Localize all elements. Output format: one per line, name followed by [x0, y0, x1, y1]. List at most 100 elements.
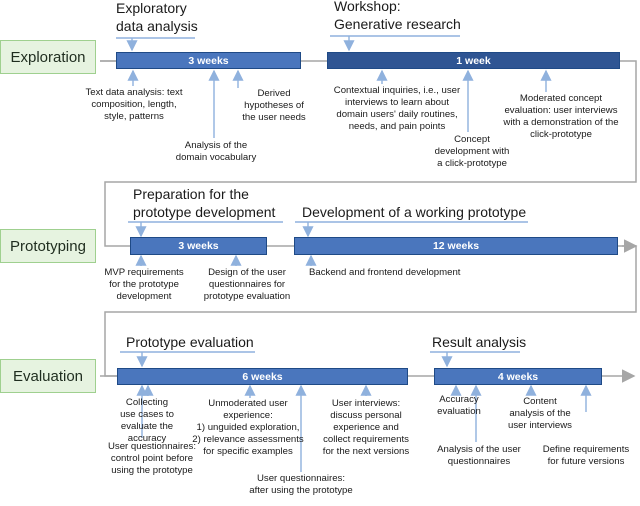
note-future-requirements: Define requirements for future versions [536, 444, 636, 468]
section-title-preparation: Preparation for the prototype developmen… [133, 185, 275, 221]
note-line: Moderated concept [519, 93, 603, 104]
note-line: a click-prototype [437, 158, 507, 169]
workshop-title-line-2: Generative research [334, 16, 461, 32]
note-line: the user needs [242, 112, 306, 123]
note-line: user interviews [508, 420, 572, 431]
note-text-analysis: Text data analysis: text composition, le… [82, 87, 186, 123]
note-backend-frontend: Backend and frontend development [309, 267, 460, 279]
note-line: after using the prototype [249, 485, 353, 496]
note-after-prototype: User questionnaires: after using the pro… [236, 473, 366, 497]
note-line: Analysis of the [184, 140, 248, 151]
note-vocabulary: Analysis of the domain vocabulary [166, 140, 266, 164]
phase-exploration-label: Exploration [10, 48, 86, 66]
note-content-analysis: Content analysis of the user interviews [500, 396, 580, 432]
note-control-point: User questionnaires: control point befor… [100, 441, 204, 477]
section-title-development: Development of a working prototype [302, 203, 526, 221]
section-title-eda: Exploratory data analysis [116, 0, 198, 35]
note-line: composition, length, [91, 99, 177, 110]
note-user-interviews: User interviews: discuss personal experi… [310, 398, 422, 458]
note-line: evaluate the [120, 421, 174, 432]
prep-title-line-2: prototype development [133, 204, 276, 220]
pointer-arrows [126, 36, 592, 472]
note-line: prototype evaluation [203, 291, 291, 302]
dev-title: Development of a working prototype [302, 204, 527, 220]
note-line: questionnaires [447, 456, 511, 467]
note-line: experience and [333, 422, 399, 433]
note-line: Contextual inquiries, i.e., user [333, 85, 461, 96]
note-line: discuss personal [330, 410, 402, 421]
note-line: Concept [454, 134, 490, 145]
eda-title-line-1: Exploratory [116, 0, 187, 16]
note-line: Define requirements [542, 444, 630, 455]
note-line: Collecting [125, 397, 169, 408]
note-line: interviews to learn about [345, 97, 449, 108]
note-line: for the next versions [322, 446, 410, 457]
note-unmoderated: Unmoderated user experience: 1) unguided… [186, 398, 310, 458]
note-line: evaluation [437, 406, 481, 417]
note-line: analysis of the [509, 408, 571, 419]
note-line: 2) relevance assessments [192, 434, 304, 445]
note-line: experience: [223, 410, 273, 421]
note-line: User questionnaires: [257, 473, 345, 484]
label-underlines [116, 35, 528, 353]
result-title: Result analysis [432, 334, 527, 350]
phase-evaluation-label: Evaluation [12, 367, 84, 385]
bar-prototype-evaluation: 6 weeks [117, 368, 408, 385]
note-line: Analysis of the user [437, 444, 521, 455]
note-line: development [116, 291, 172, 302]
phase-prototyping: Prototyping [0, 229, 96, 263]
prep-title-line-1: Preparation for the [133, 186, 249, 202]
timeline-connectors [100, 60, 638, 383]
note-line: Unmoderated user [208, 398, 288, 409]
note-questionnaire-design: Design of the user questionnaires for pr… [192, 267, 302, 303]
note-accuracy: Accuracy evaluation [430, 394, 488, 418]
section-title-prototype-evaluation: Prototype evaluation [126, 333, 254, 351]
note-line: with a demonstration of the [503, 117, 619, 128]
bar-development-duration: 12 weeks [432, 240, 480, 252]
note-line: accuracy [127, 433, 167, 444]
bar-development: 12 weeks [294, 237, 618, 255]
eval-title: Prototype evaluation [126, 334, 254, 350]
bar-result-analysis-duration: 4 weeks [497, 370, 539, 383]
note-line: 1) unguided exploration, [196, 422, 300, 433]
note-line: style, patterns [104, 111, 164, 122]
bar-workshop-duration: 1 week [456, 54, 491, 67]
note-questionnaire-analysis: Analysis of the user questionnaires [430, 444, 528, 468]
note-line: Content [523, 396, 557, 407]
note-moderated-evaluation: Moderated concept evaluation: user inter… [486, 93, 636, 141]
bar-eda-duration: 3 weeks [188, 54, 229, 67]
section-title-result-analysis: Result analysis [432, 333, 526, 351]
note-use-cases: Collecting use cases to evaluate the acc… [112, 397, 182, 445]
note-line: domain vocabulary [175, 152, 257, 163]
section-title-workshop: Workshop: Generative research [334, 0, 461, 33]
note-line: collect requirements [323, 434, 409, 445]
note-inquiries: Contextual inquiries, i.e., user intervi… [322, 85, 472, 133]
bar-prototype-evaluation-duration: 6 weeks [242, 370, 283, 383]
note-line: click-prototype [530, 129, 592, 140]
note-line: MVP requirements [104, 267, 184, 278]
bar-workshop: 1 week [327, 52, 620, 69]
note-line: using the prototype [111, 465, 193, 476]
note-line: questionnaires for [208, 279, 286, 290]
note-line: for specific examples [203, 446, 293, 457]
note-line: control point before [110, 453, 194, 464]
note-line: domain users' daily routines, [336, 109, 458, 120]
note-line: evaluation: user interviews [504, 105, 618, 116]
note-line: needs, and pain points [348, 121, 446, 132]
eda-title-line-2: data analysis [116, 18, 198, 34]
phase-exploration: Exploration [0, 40, 96, 74]
note-line: for the prototype [109, 279, 179, 290]
bar-result-analysis: 4 weeks [434, 368, 602, 385]
note-line: Text data analysis: text [85, 87, 183, 98]
bar-preparation-duration: 3 weeks [178, 240, 219, 252]
note-mvp-requirements: MVP requirements for the prototype devel… [96, 267, 192, 303]
note-line: User interviews: [331, 398, 401, 409]
note-line: Backend and frontend development [309, 267, 461, 278]
note-line: development with [434, 146, 510, 157]
note-line: Accuracy [439, 394, 479, 405]
note-hypotheses: Derived hypotheses of the user needs [240, 88, 308, 124]
phase-prototyping-label: Prototyping [10, 237, 86, 255]
note-line: use cases to [120, 409, 174, 420]
